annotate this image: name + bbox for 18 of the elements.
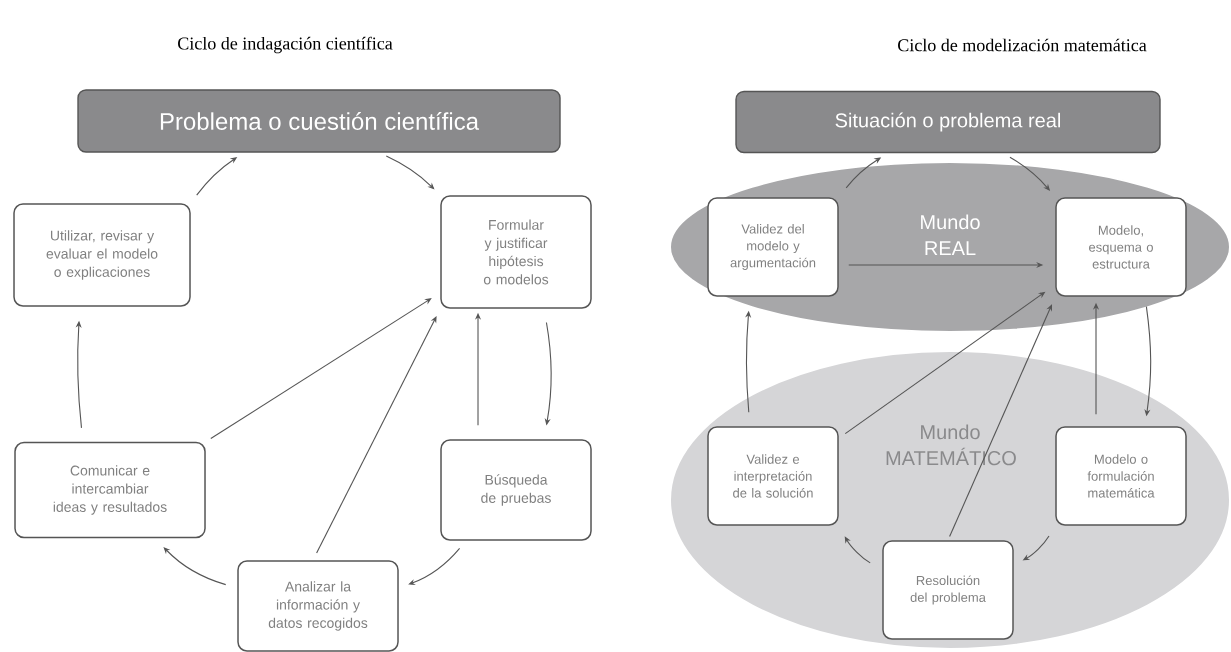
process-box: Utilizar, revisar y evaluar el modelo o explicaciones bbox=[13, 203, 191, 307]
process-box: Modelo, esquema o estructura bbox=[1055, 197, 1187, 297]
process-box: Analizar la información y datos recogidos bbox=[237, 560, 399, 652]
arrow bbox=[408, 547, 461, 585]
arrow bbox=[844, 536, 871, 564]
cycle-title: Ciclo de modelización matemática bbox=[898, 38, 1147, 52]
process-box: Comunicar e intercambiar ideas y resultados bbox=[14, 441, 206, 539]
problem-box: Situación o problema real bbox=[735, 90, 1161, 154]
process-box: Modelo o formulación matemática bbox=[1055, 426, 1187, 526]
process-box: Formular y justificar hipótesis o modelos bbox=[440, 195, 592, 309]
process-box: Búsqueda de pruebas bbox=[440, 439, 592, 541]
cycle-title: Ciclo de indagación científica bbox=[178, 36, 393, 54]
process-box: Validez e interpretación de la solución bbox=[707, 426, 839, 526]
problem-box: Problema o cuestión científica bbox=[77, 89, 561, 153]
arrow bbox=[210, 298, 432, 440]
process-box: Resolución del problema bbox=[882, 540, 1014, 640]
process-box: Validez del modelo y argumentación bbox=[707, 197, 839, 297]
arrow bbox=[385, 155, 435, 190]
